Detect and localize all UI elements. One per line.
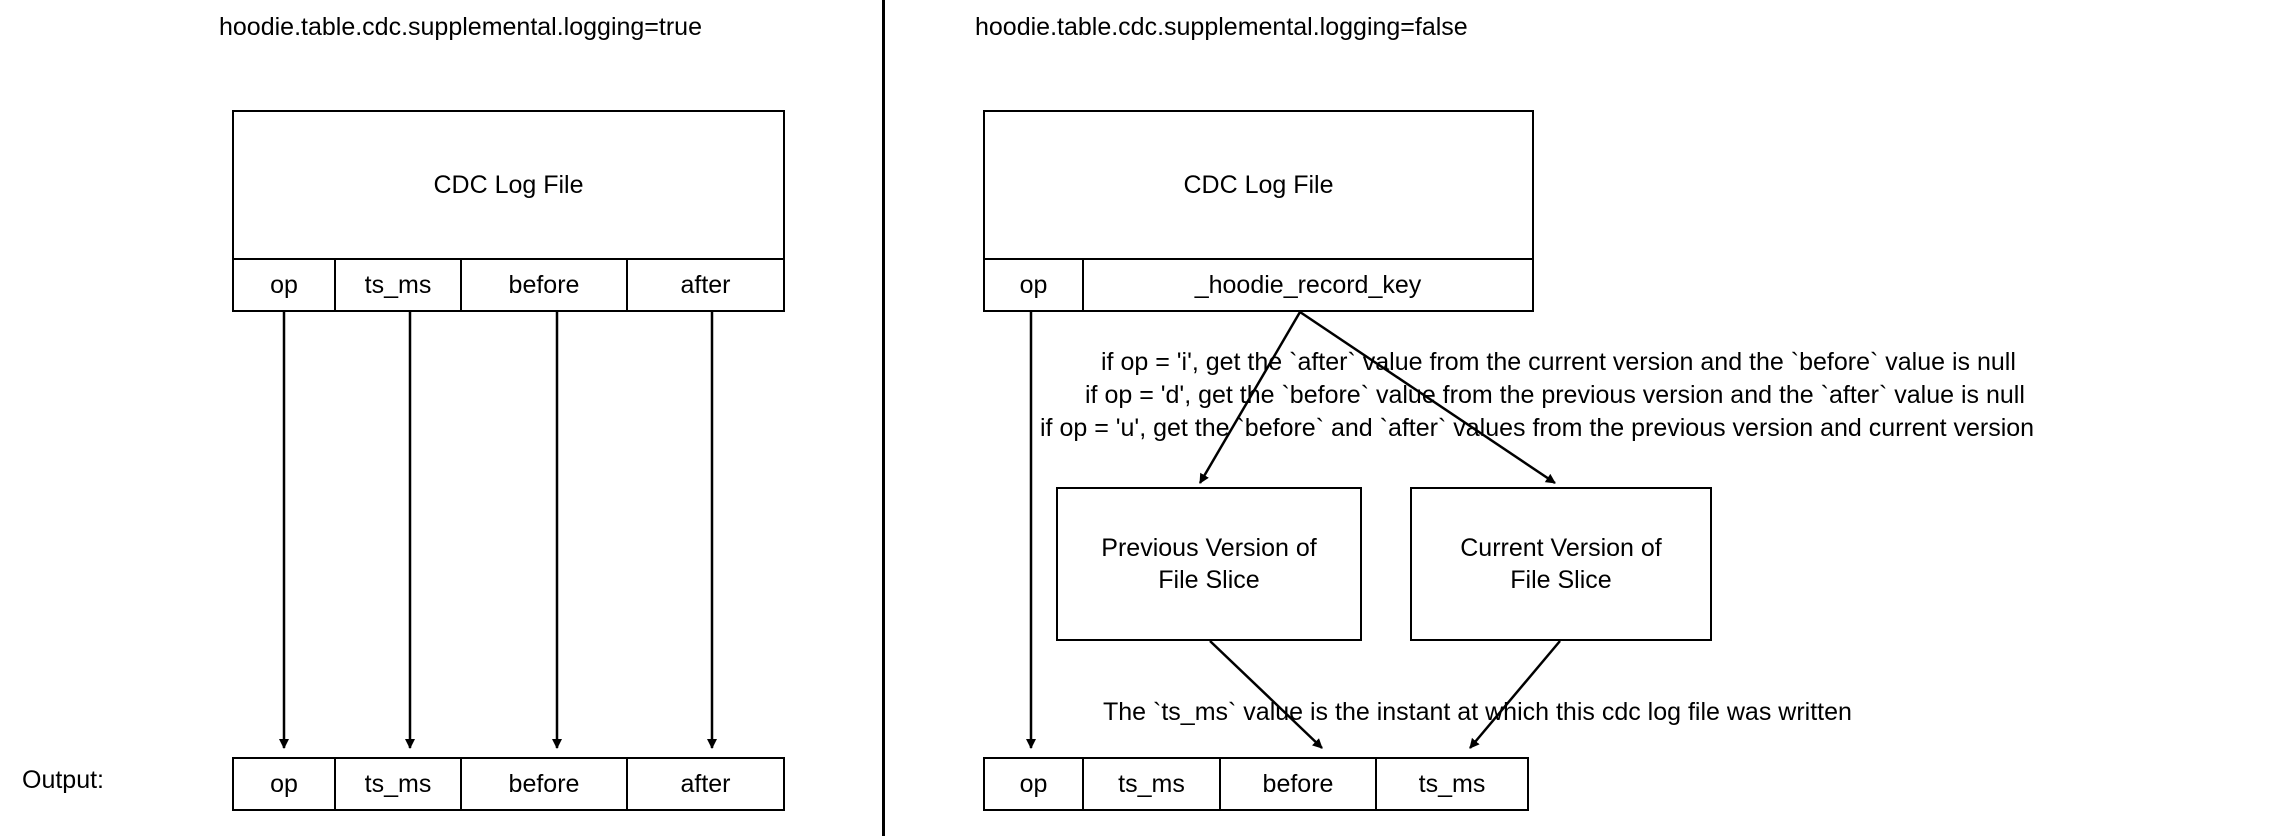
previous-version-file-slice-box: Previous Version of File Slice xyxy=(1056,487,1362,641)
right-output-row: op ts_ms before ts_ms xyxy=(983,757,1529,811)
left-log-column-after: after xyxy=(626,258,785,312)
left-output-column-before: before xyxy=(460,757,628,811)
left-log-column-ts-ms: ts_ms xyxy=(334,258,462,312)
left-cdc-log-columns-row: op ts_ms before after xyxy=(232,258,785,312)
left-output-column-op: op xyxy=(232,757,336,811)
current-version-line-1: Current Version of xyxy=(1460,534,1662,562)
right-cdc-log-columns-row: op _hoodie_record_key xyxy=(983,258,1534,312)
left-cdc-log-file-box: CDC Log File xyxy=(232,110,785,260)
current-version-line-2: File Slice xyxy=(1510,566,1612,594)
panel-divider xyxy=(882,0,885,836)
right-output-column-before: before xyxy=(1219,757,1377,811)
output-label: Output: xyxy=(22,766,104,794)
left-output-row: op ts_ms before after xyxy=(232,757,785,811)
previous-version-line-2: File Slice xyxy=(1158,566,1260,594)
left-panel-title: hoodie.table.cdc.supplemental.logging=tr… xyxy=(219,13,702,41)
right-output-column-ts-ms-1: ts_ms xyxy=(1082,757,1221,811)
right-output-column-ts-ms-2: ts_ms xyxy=(1375,757,1529,811)
rule-line-insert: if op = 'i', get the `after` value from … xyxy=(1101,348,2016,376)
current-version-file-slice-box: Current Version of File Slice xyxy=(1410,487,1712,641)
left-output-column-after: after xyxy=(626,757,785,811)
right-cdc-log-file-box: CDC Log File xyxy=(983,110,1534,260)
right-log-column-op: op xyxy=(983,258,1084,312)
previous-version-line-1: Previous Version of xyxy=(1101,534,1317,562)
left-log-column-op: op xyxy=(232,258,336,312)
ts-ms-note: The `ts_ms` value is the instant at whic… xyxy=(1103,698,1852,726)
rule-line-update: if op = 'u', get the `before` and `after… xyxy=(1040,414,2035,442)
rule-line-delete: if op = 'd', get the `before` value from… xyxy=(1085,381,2025,409)
left-log-column-before: before xyxy=(460,258,628,312)
right-panel-title: hoodie.table.cdc.supplemental.logging=fa… xyxy=(975,13,1468,41)
right-output-column-op: op xyxy=(983,757,1084,811)
right-panel-merge-arrows xyxy=(1209,640,1561,749)
right-log-column-hoodie-record-key: _hoodie_record_key xyxy=(1082,258,1534,312)
left-output-column-ts-ms: ts_ms xyxy=(334,757,462,811)
left-panel-arrows xyxy=(279,312,717,749)
